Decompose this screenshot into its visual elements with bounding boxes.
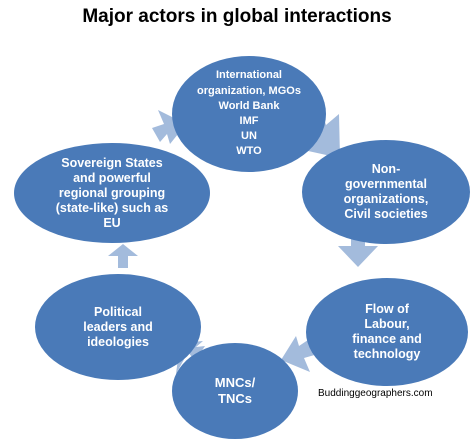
- node-text: IMF: [239, 115, 259, 127]
- node-text: MNCs/: [214, 375, 256, 391]
- arrow-right-to-bottom-right: [338, 234, 378, 267]
- node-text: governmental: [345, 177, 427, 191]
- node-text: Civil societies: [344, 207, 428, 221]
- arrow-bottom-left-to-left: [108, 244, 138, 268]
- node-text: regional grouping: [58, 185, 166, 200]
- node-text: leaders and: [83, 319, 153, 334]
- node-text: (state-like) such as: [55, 200, 169, 215]
- source-credit: Buddinggeographers.com: [318, 388, 433, 399]
- node-text: technology: [353, 347, 421, 361]
- arrow-left-to-top: [152, 110, 186, 144]
- diagram-title: Major actors in global interactions: [82, 6, 392, 27]
- node-text: TNCs: [218, 391, 252, 406]
- node-text: Labour,: [364, 317, 410, 331]
- node-text: EU: [103, 215, 121, 230]
- node-text: UN: [241, 130, 257, 143]
- node-text: Flow of: [365, 302, 409, 316]
- node-mncs-tncs: MNCs/ TNCs: [172, 343, 298, 439]
- node-flow-of-labour: Flow of Labour, finance and technology: [306, 278, 468, 386]
- node-text: Non-: [371, 162, 401, 176]
- node-text: Sovereign States: [61, 155, 163, 170]
- node-sovereign-states: Sovereign States and powerful regional g…: [14, 143, 210, 243]
- node-text: organization, MGOs: [197, 84, 301, 97]
- node-text: WTO: [236, 145, 262, 158]
- node-text: and powerful: [73, 170, 151, 185]
- node-text: ideologies: [87, 334, 149, 349]
- node-non-governmental-organizations: Non- governmental organizations, Civil s…: [302, 140, 470, 244]
- node-text: Political: [94, 304, 142, 319]
- node-political-leaders: Political leaders and ideologies: [35, 274, 201, 380]
- node-international-organizations: International organization, MGOs World B…: [172, 56, 326, 172]
- node-text: finance and: [352, 332, 422, 346]
- node-text: organizations,: [343, 192, 429, 206]
- node-text: International: [215, 69, 282, 82]
- node-text: World Bank: [218, 99, 280, 112]
